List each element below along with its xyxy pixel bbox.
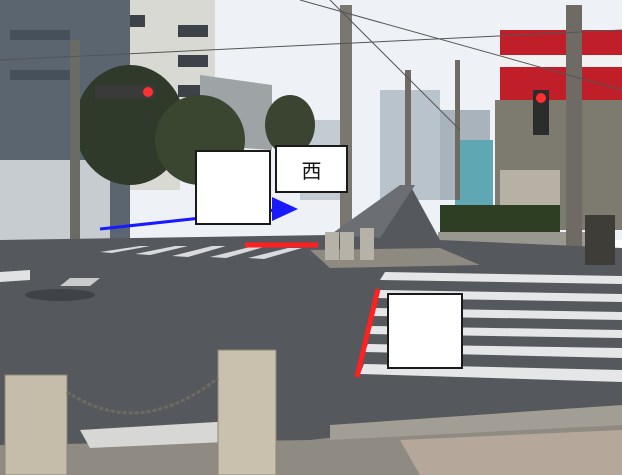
road — [0, 185, 622, 475]
tree — [265, 95, 315, 155]
red-light — [143, 87, 153, 97]
hedge — [440, 205, 560, 235]
utility-pole — [70, 40, 80, 245]
manhole — [25, 289, 95, 301]
direction-label: 西 — [275, 145, 348, 193]
utility-pole — [340, 5, 352, 245]
bollard — [340, 232, 354, 260]
occlusion-box — [387, 293, 463, 369]
utility-pole — [566, 5, 582, 270]
occlusion-box — [195, 150, 271, 225]
direction-arrow-head — [272, 197, 298, 221]
bollard — [360, 228, 374, 260]
blue-structure — [455, 140, 493, 210]
far-crosswalk — [100, 246, 302, 259]
bollard — [325, 232, 339, 260]
chain — [66, 376, 219, 415]
utility-pole — [405, 70, 411, 240]
left-building-wall — [0, 160, 110, 245]
traffic-signal — [95, 85, 155, 99]
foreground-bollard — [4, 374, 68, 475]
red-marker-diagonal — [354, 288, 381, 378]
brick-pavement — [400, 430, 622, 475]
foreground-bollard — [217, 349, 277, 475]
